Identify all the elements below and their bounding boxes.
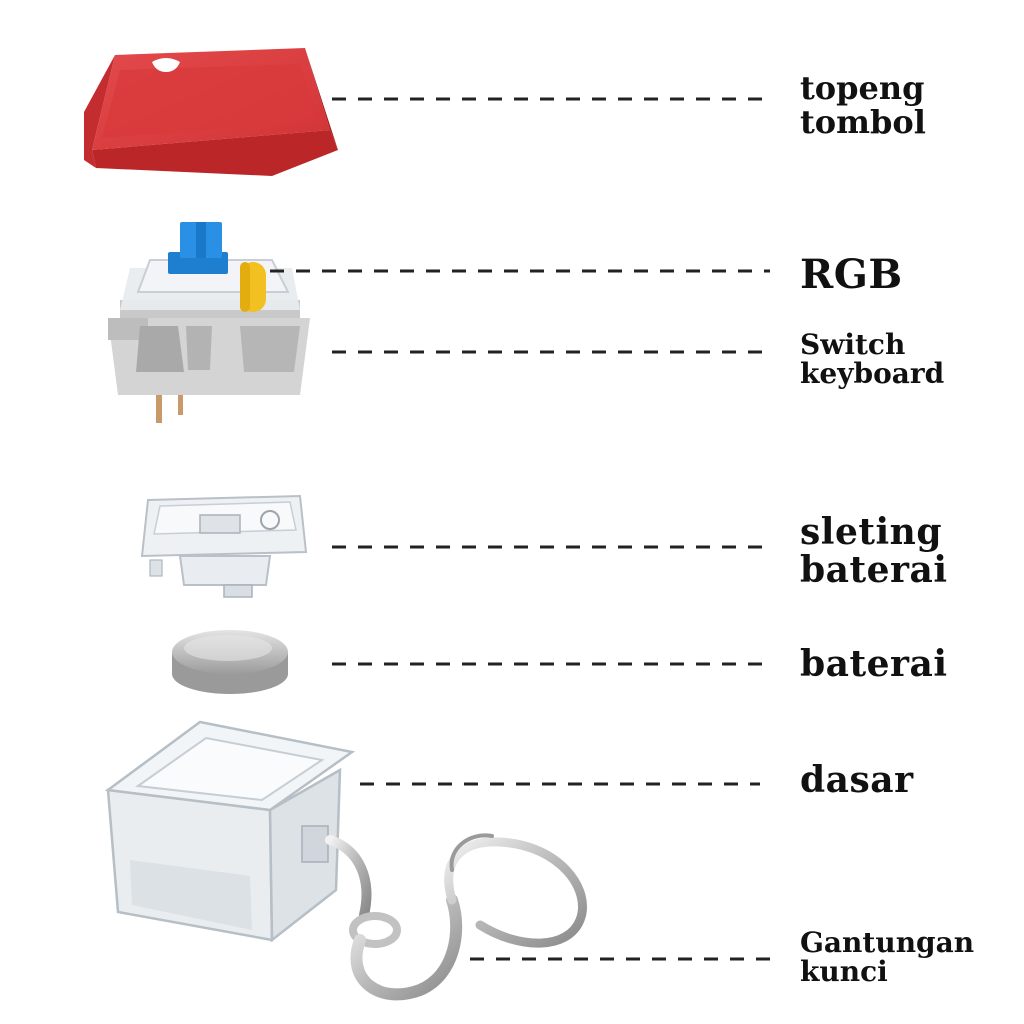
label-battery-slot: sleting baterai bbox=[800, 511, 948, 591]
leader-lines bbox=[270, 97, 770, 961]
label-keycap-line-2: tombol bbox=[800, 102, 926, 141]
keycap-logo-icon bbox=[152, 40, 281, 72]
label-switch: Switch keyboard bbox=[800, 330, 944, 389]
label-keycap-line-1: topeng bbox=[800, 69, 925, 107]
label-keychain-line-1: Gantungan bbox=[800, 926, 975, 959]
label-keychain-line-2: kunci bbox=[800, 955, 888, 989]
label-base-line-1: dasar bbox=[800, 759, 914, 801]
battery-slot-drawing bbox=[140, 494, 308, 598]
label-battery: baterai bbox=[800, 643, 948, 685]
label-battery-slot-line-1: sleting bbox=[800, 511, 942, 553]
label-switch-line-2: keyboard bbox=[800, 357, 945, 391]
switch-drawing bbox=[108, 222, 310, 423]
label-rgb: RGB bbox=[800, 254, 903, 296]
label-switch-line-1: Switch bbox=[800, 328, 906, 361]
label-battery-line-1: baterai bbox=[800, 643, 948, 685]
battery-coin-drawing bbox=[172, 630, 288, 694]
base-drawing bbox=[104, 720, 356, 943]
label-keychain: Gantungan kunci bbox=[800, 928, 974, 987]
keychain-drawing bbox=[325, 833, 587, 1001]
keycap-drawing bbox=[84, 40, 338, 176]
label-keycap: topeng tombol bbox=[800, 69, 926, 141]
label-battery-slot-line-2: baterai bbox=[800, 548, 948, 591]
label-rgb-line-1: RGB bbox=[800, 251, 903, 298]
label-base: dasar bbox=[800, 759, 914, 801]
